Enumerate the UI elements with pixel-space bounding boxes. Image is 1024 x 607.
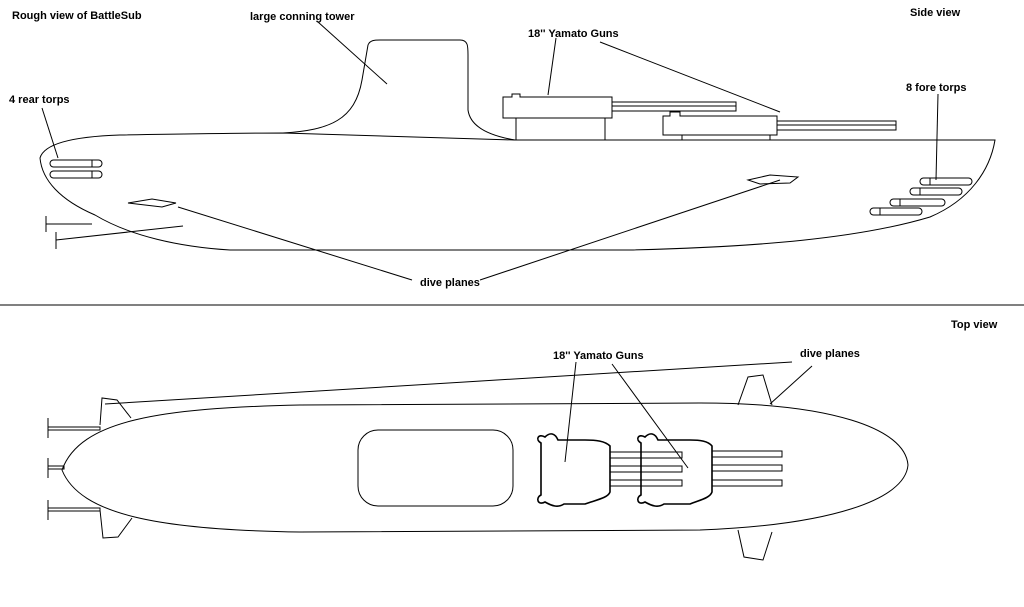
top-view-heading: Top view [951,319,998,331]
rear-dive-plane-side [127,198,177,208]
rear-torpedo-tubes [49,159,103,179]
front-dive-plane-side [746,174,800,185]
top-callout-lines [104,361,813,469]
top-guns-label: 18'' Yamato Guns [553,350,644,362]
top-propeller-shafts [47,418,101,520]
front-turret-barrels [711,450,783,487]
side-view-heading: Side view [910,7,961,19]
side-guns-label: 18'' Yamato Guns [528,28,619,40]
top-hull [61,402,909,533]
front-dive-plane-top-upper [737,374,773,406]
front-gun-turret-top [636,433,713,507]
conning-tower-label: large conning tower [250,11,355,23]
conning-tower [282,39,516,141]
rear-torps-label: 4 rear torps [9,94,70,106]
top-dive-planes-label: dive planes [800,348,860,360]
side-view [39,21,996,281]
rear-gun-turret-top [536,433,611,507]
side-dive-planes-label: dive planes [420,277,480,289]
top-view [47,361,909,561]
front-dive-plane-top-lower [737,529,773,561]
rear-turret-barrels [609,451,683,487]
rear-dive-plane-top-lower [99,509,133,539]
front-gun-turret-side [662,111,897,140]
side-hull [39,132,996,251]
rear-gun-turret-side [502,93,737,141]
fore-torpedo-tubes [869,177,973,216]
diagram-title: Rough view of BattleSub [12,10,142,22]
side-propeller-shafts [45,216,184,249]
fore-torps-label: 8 fore torps [906,82,967,94]
rear-dive-plane-top-upper [99,397,132,426]
conning-tower-top [357,429,514,507]
side-callout-lines [41,21,939,281]
